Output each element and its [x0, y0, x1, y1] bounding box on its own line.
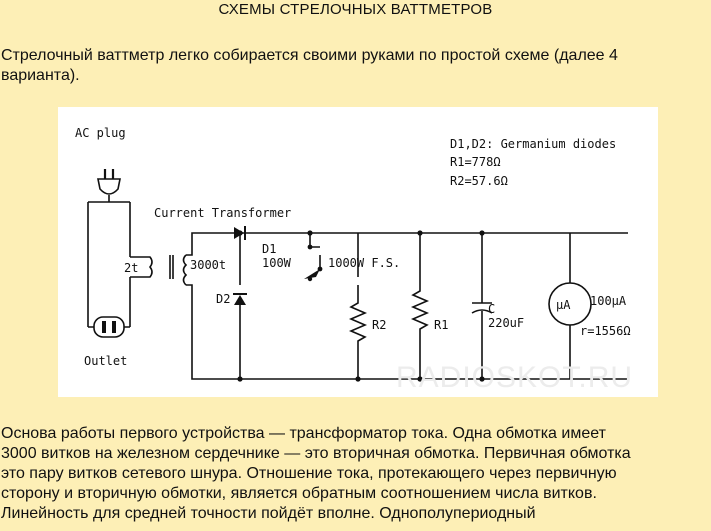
- meter-resistance-label: r=1556Ω: [580, 324, 631, 338]
- diode-d2-icon: [234, 295, 246, 305]
- body-line: сторону и вторичную обмотки, является об…: [1, 485, 597, 502]
- note-line: R2=57.6Ω: [450, 174, 508, 188]
- meter-range-label: 100μA: [590, 294, 627, 308]
- primary-turns-label: 2t: [124, 261, 138, 275]
- r2-label: R2: [372, 318, 386, 332]
- body-line: Основа работы первого устройства — транс…: [1, 425, 606, 442]
- secondary-turns-label: 3000t: [190, 258, 226, 272]
- page-title: СХЕМЫ СТРЕЛОЧНЫХ ВАТТМЕТРОВ: [218, 1, 493, 18]
- d2-label: D2: [216, 292, 230, 306]
- full-scale-label: 1000W F.S.: [328, 256, 400, 270]
- intro-paragraph: Стрелочный ваттметр легко собирается сво…: [1, 46, 711, 86]
- body-line: 3000 витков на железном сердечнике — это…: [1, 445, 631, 462]
- capacitor-value-label: 220uF: [488, 316, 524, 330]
- outlet-label: Outlet: [84, 354, 127, 368]
- current-transformer-label: Current Transformer: [154, 206, 291, 220]
- body-line: Линейность для средней точности пойдёт в…: [1, 505, 536, 522]
- microammeter-icon: μA: [556, 298, 571, 312]
- capacitor-label: C: [488, 302, 495, 316]
- diode-d1-icon: [234, 227, 244, 239]
- body-paragraph: Основа работы первого устройства — транс…: [1, 424, 711, 524]
- circuit-nodes: [102, 226, 485, 382]
- circuit-wires: [87, 169, 628, 380]
- watermark: RADIOSKOT.RU: [396, 361, 633, 394]
- body-line: это пару витков сетевого шнура. Отношени…: [1, 465, 617, 482]
- intro-line: варианта).: [1, 67, 80, 84]
- note-line: R1=778Ω: [450, 155, 501, 169]
- note-line: D1,D2: Germanium diodes: [450, 137, 616, 151]
- d1-range-label: 100W: [262, 256, 292, 270]
- ac-plug-label: AC plug: [75, 126, 126, 140]
- intro-line: Стрелочный ваттметр легко собирается сво…: [1, 47, 618, 64]
- wattmeter-schematic: RADIOSKOT.RU AC plug Outlet Current Tran…: [58, 107, 658, 397]
- r1-label: R1: [434, 318, 448, 332]
- d1-label: D1: [262, 242, 276, 256]
